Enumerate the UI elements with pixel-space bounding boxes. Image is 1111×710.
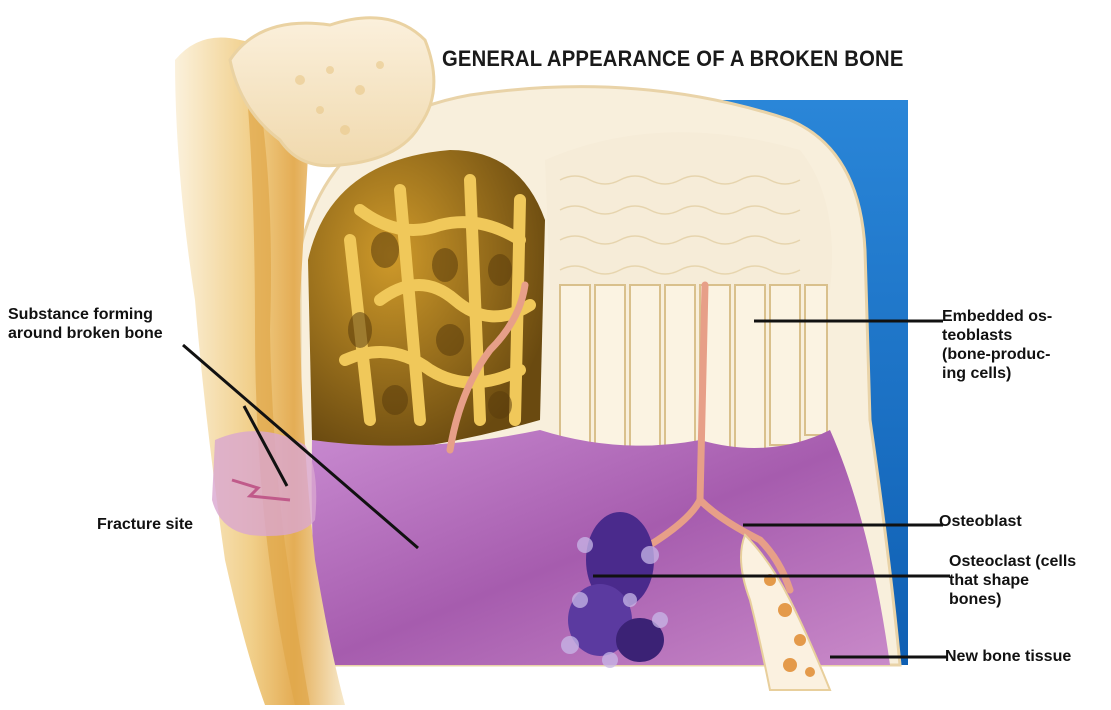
diagram-title: GENERAL APPEARANCE OF A BROKEN BONE (442, 46, 904, 72)
label-embedded-osteoblasts: Embedded os- teoblasts (bone-produc- ing… (942, 307, 1107, 383)
label-substance-forming: Substance forming around broken bone (8, 305, 198, 343)
label-fracture-site: Fracture site (97, 515, 193, 534)
label-osteoblast: Osteoblast (939, 512, 1022, 531)
label-new-bone-tissue: New bone tissue (945, 647, 1071, 666)
label-osteoclast: Osteoclast (cells that shape bones) (949, 552, 1109, 609)
